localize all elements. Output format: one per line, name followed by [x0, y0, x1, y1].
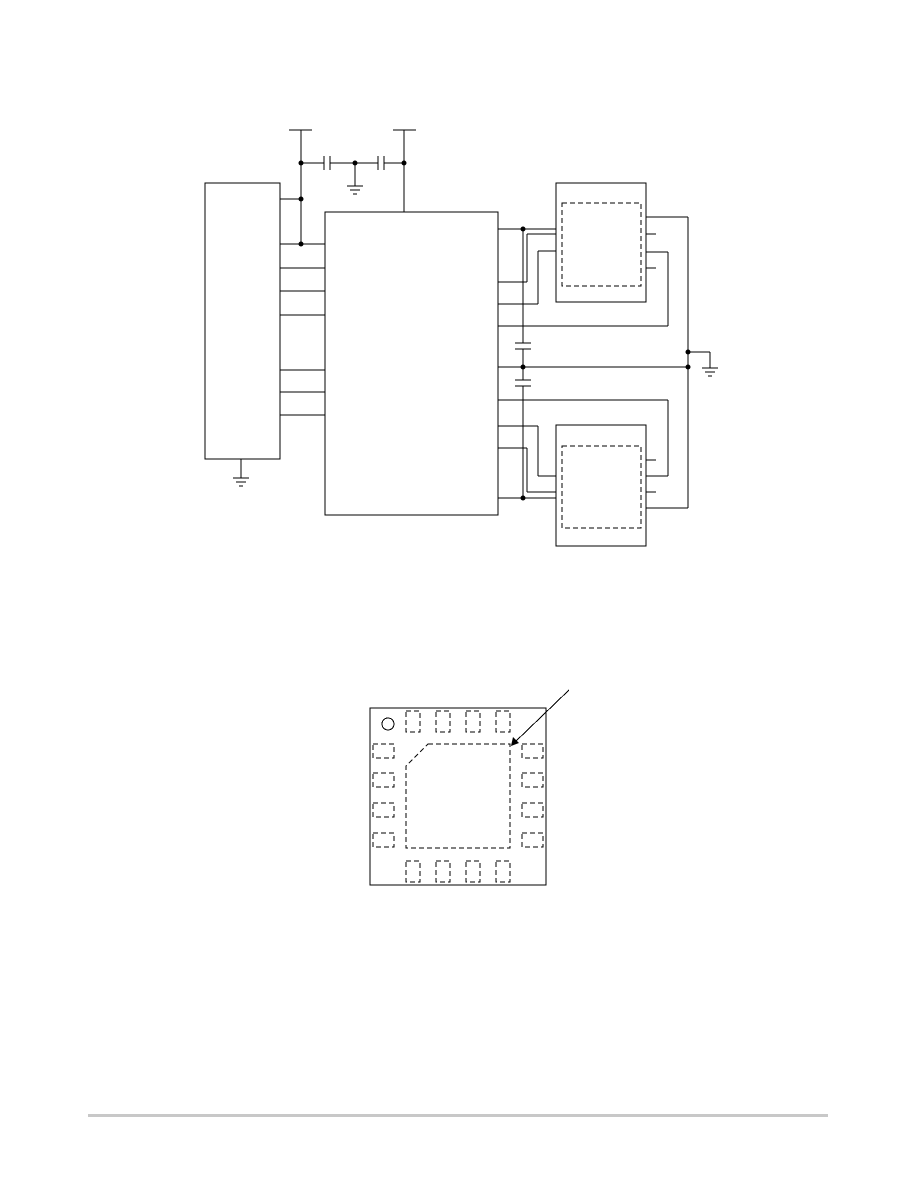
- supply-rail-left: [289, 129, 312, 244]
- right-side-wiring: [498, 216, 711, 509]
- sensor-module-bottom: [555, 424, 647, 547]
- ground-symbol-right: [702, 367, 718, 377]
- controller-ic: [324, 211, 499, 516]
- ground-symbol-top: [347, 163, 363, 195]
- ground-symbol-connector: [233, 459, 249, 487]
- package-outline: [369, 689, 570, 886]
- footer-rule: [88, 1114, 828, 1117]
- supply-rail-right: [393, 129, 416, 212]
- top-decoupling-capacitors: [298, 156, 407, 170]
- connector-block: [204, 182, 325, 460]
- sensor-module-top: [555, 182, 647, 303]
